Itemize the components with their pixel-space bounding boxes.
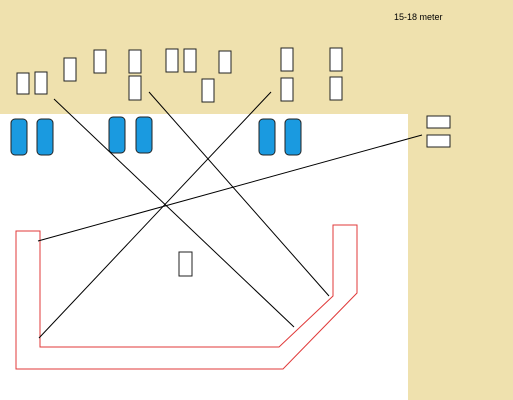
white-rectangle — [329, 47, 343, 72]
white-rectangle — [280, 47, 294, 72]
blue-block — [10, 118, 28, 156]
blue-block — [108, 116, 126, 154]
white-rectangle — [329, 76, 343, 101]
black-line — [37, 134, 423, 242]
white-rectangles-group — [16, 47, 451, 148]
white-rectangle — [183, 48, 197, 73]
white-rectangle — [201, 78, 215, 103]
white-rectangle — [426, 134, 451, 148]
white-rectangle — [63, 57, 77, 82]
white-rectangle — [426, 115, 451, 129]
white-rectangle — [128, 49, 142, 74]
center-white-rectangle — [178, 251, 193, 277]
white-rectangle — [165, 48, 179, 73]
white-rectangle — [280, 77, 294, 102]
scale-label: 15-18 meter — [394, 12, 443, 22]
black-lines-group — [37, 91, 423, 339]
blue-blocks-group — [10, 116, 302, 156]
blue-block — [258, 118, 276, 156]
red-outline — [15, 224, 358, 370]
white-floor-area — [0, 114, 408, 400]
white-rectangle — [34, 71, 48, 95]
black-line — [53, 98, 295, 328]
black-line — [148, 91, 330, 297]
white-rectangle — [93, 49, 107, 74]
blue-block — [135, 116, 153, 154]
white-rectangle — [218, 50, 232, 74]
black-line — [38, 91, 272, 339]
blue-block — [36, 118, 54, 156]
blue-block — [284, 118, 302, 156]
white-rectangle — [16, 72, 30, 95]
white-rectangle — [128, 75, 142, 101]
